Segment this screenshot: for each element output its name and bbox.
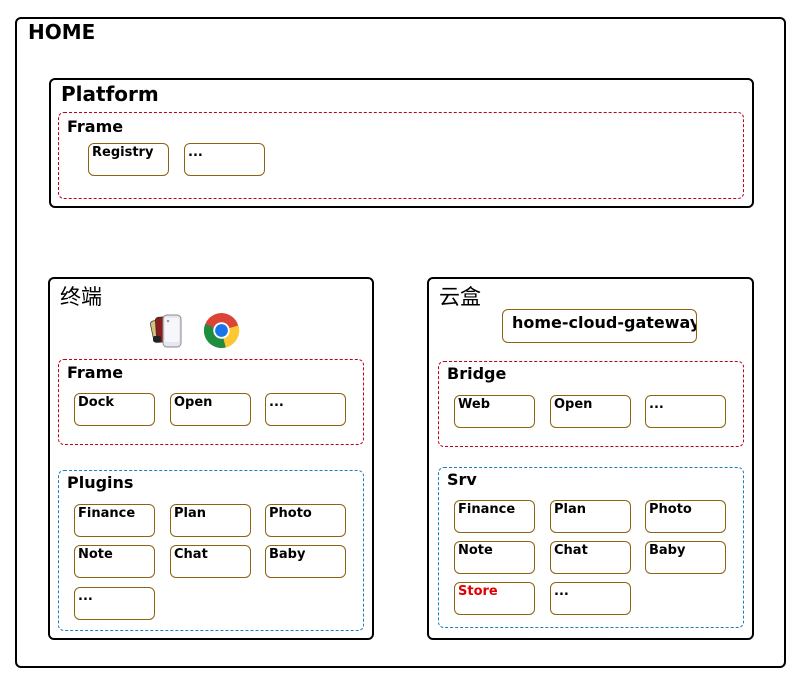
srv-item-finance: Finance [454, 500, 535, 533]
srv-item-note: Note [454, 541, 535, 574]
platform-container [49, 78, 754, 208]
cloudbox-title: 云盒 [439, 285, 481, 309]
phone-icon [149, 312, 187, 350]
srv-container [438, 467, 744, 628]
bridge-container [438, 361, 744, 447]
plugin-item-chat: Chat [170, 545, 251, 578]
plugin-item-baby: Baby [265, 545, 346, 578]
terminal-plugins-title: Plugins [67, 473, 134, 492]
plugin-item-photo: Photo [265, 504, 346, 537]
srv-item-chat: Chat [550, 541, 631, 574]
plugin-item-note: Note [74, 545, 155, 578]
chrome-icon [203, 312, 240, 349]
platform-frame-title: Frame [67, 117, 124, 136]
terminal-frame-item-open: Open [170, 393, 251, 426]
terminal-plugins-container [58, 470, 364, 631]
platform-frame-item-more: ... [184, 143, 265, 176]
bridge-item-open: Open [550, 395, 631, 428]
srv-item-store: Store [454, 582, 535, 615]
terminal-frame-title: Frame [67, 363, 124, 382]
srv-item-baby: Baby [645, 541, 726, 574]
gateway-box: home-cloud-gateway [502, 309, 697, 343]
platform-title: Platform [61, 82, 159, 106]
plugin-item-plan: Plan [170, 504, 251, 537]
plugin-item-more: ... [74, 587, 155, 620]
terminal-frame-item-dock: Dock [74, 393, 155, 426]
srv-item-more: ... [550, 582, 631, 615]
terminal-title: 终端 [60, 285, 102, 309]
bridge-item-web: Web [454, 395, 535, 428]
terminal-frame-item-more: ... [265, 393, 346, 426]
home-title: HOME [28, 20, 96, 44]
terminal-frame-container [58, 359, 364, 445]
srv-title: Srv [447, 470, 477, 489]
platform-frame-container [58, 112, 744, 199]
plugin-item-finance: Finance [74, 504, 155, 537]
bridge-title: Bridge [447, 364, 507, 383]
srv-item-plan: Plan [550, 500, 631, 533]
srv-item-photo: Photo [645, 500, 726, 533]
platform-frame-item-registry: Registry [88, 143, 169, 176]
bridge-item-more: ... [645, 395, 726, 428]
